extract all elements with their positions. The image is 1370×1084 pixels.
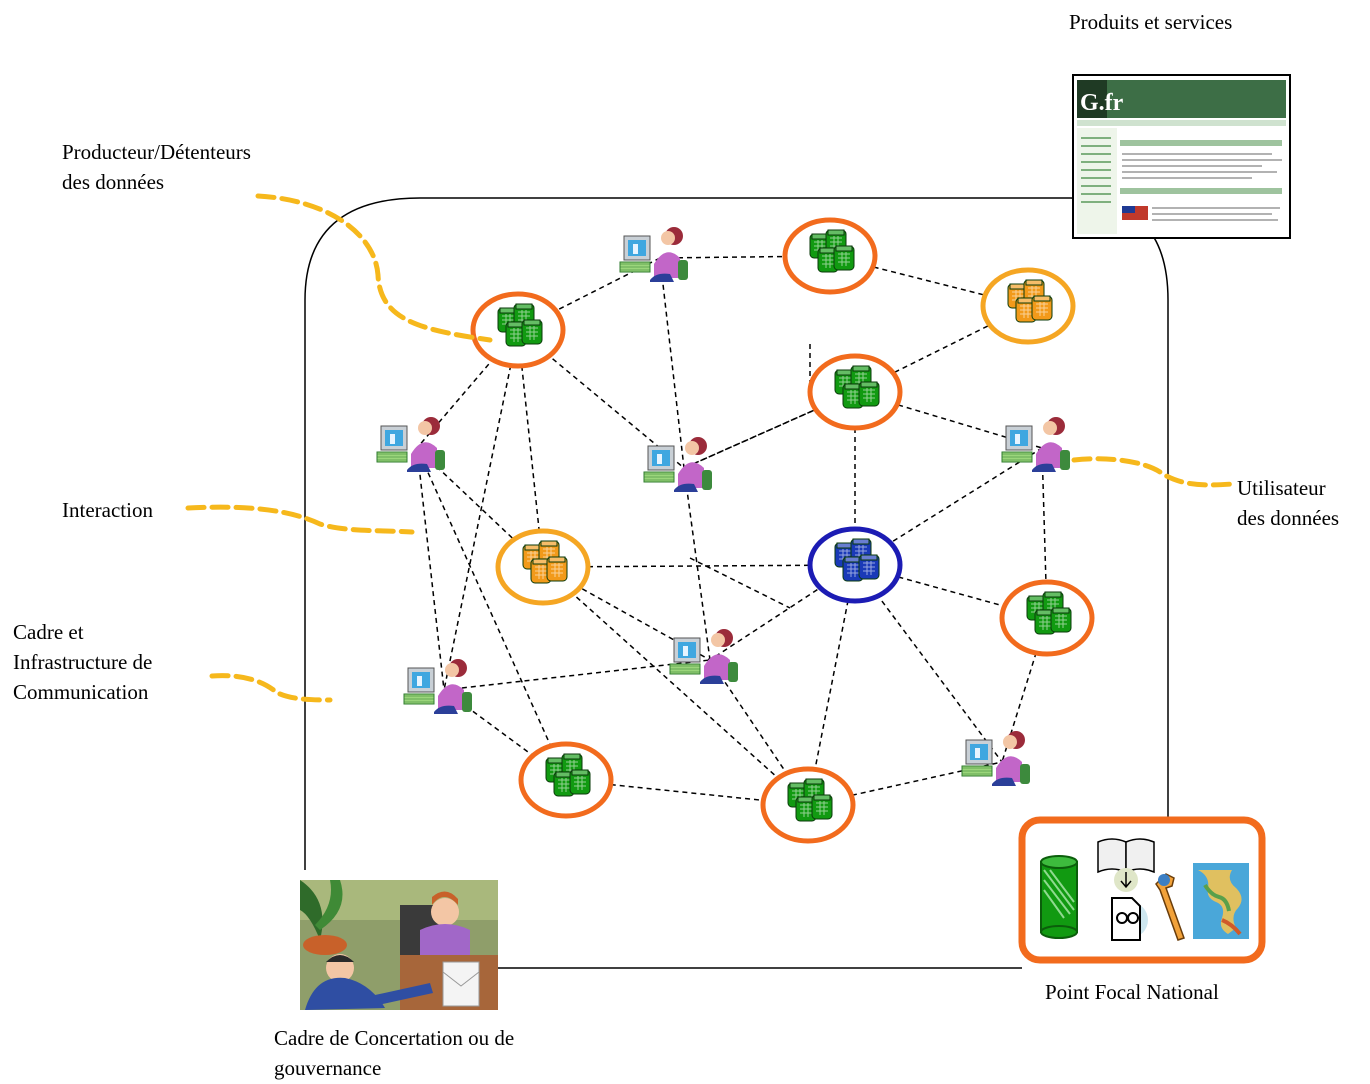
database-icon: [1050, 607, 1072, 633]
database-node-db4: [807, 353, 903, 431]
callout-interaction: [185, 504, 415, 535]
database-icon: [1040, 855, 1078, 939]
database-node-db7: [999, 579, 1095, 657]
network-link: [416, 447, 445, 691]
callout-cadre: [209, 673, 333, 703]
database-icon: [521, 319, 543, 345]
network-link: [1041, 447, 1048, 619]
document-icon: [1111, 897, 1148, 941]
database-icon: [569, 769, 591, 795]
label-interaction: Interaction: [62, 498, 153, 522]
database-node-db3: [980, 267, 1076, 345]
user-node-u3: [643, 436, 713, 493]
point-focal-box: [1018, 816, 1266, 964]
network-link: [416, 447, 567, 781]
database-node-db2: [782, 217, 878, 295]
database-icon: [858, 381, 880, 407]
wrench-icon: [1155, 873, 1185, 941]
user-computer-icon: [403, 658, 473, 715]
database-icon: [546, 556, 568, 582]
user-node-u2: [376, 416, 446, 473]
user-computer-icon: [376, 416, 446, 473]
label-produits-services: Produits et services: [1069, 10, 1233, 34]
user-node-u1: [619, 226, 689, 283]
label-producteur-line1: Producteur/Détenteurs: [62, 140, 251, 164]
meeting-illustration: [300, 880, 498, 1010]
label-cadre-line3: Communication: [13, 680, 149, 704]
network-link: [443, 329, 519, 691]
database-icon: [1031, 295, 1053, 321]
user-computer-icon: [1001, 416, 1071, 473]
network-link: [517, 329, 544, 568]
website-logo: G.fr: [1080, 90, 1124, 116]
network-link: [542, 564, 856, 568]
label-cadre-line1: Cadre et: [13, 620, 84, 644]
book-icon: [1097, 838, 1155, 892]
network-nodes: [376, 217, 1095, 844]
database-node-db9: [760, 766, 856, 844]
user-node-u4: [403, 658, 473, 715]
database-node-db1: [470, 291, 566, 369]
network-link: [1001, 617, 1048, 763]
label-concertation-line1: Cadre de Concertation ou de: [274, 1026, 515, 1050]
frame-right: [1069, 197, 1169, 820]
user-computer-icon: [643, 436, 713, 493]
database-icon: [811, 794, 833, 820]
user-computer-icon: [619, 226, 689, 283]
database-icon: [858, 554, 880, 580]
network-link: [683, 467, 711, 661]
map-icon: [1193, 863, 1249, 939]
network-link: [829, 255, 1029, 307]
user-node-u5: [1001, 416, 1071, 473]
database-node-db6: [807, 526, 903, 604]
website-thumbnail: G.fr: [1072, 74, 1291, 239]
user-computer-icon: [961, 730, 1031, 787]
network-link: [807, 564, 856, 806]
callout-producteur: [255, 193, 493, 343]
label-concertation-line2: gouvernance: [274, 1056, 382, 1080]
database-icon: [833, 245, 855, 271]
user-node-u7: [961, 730, 1031, 787]
network-link: [659, 255, 831, 259]
database-node-db5: [495, 528, 591, 606]
network-link: [659, 257, 685, 469]
frame-left-top: [304, 197, 1070, 870]
label-producteur-line2: des données: [62, 170, 165, 194]
callout-utilisateur: [1071, 456, 1235, 488]
link-stub: [689, 557, 791, 609]
label-point-focal: Point Focal National: [1045, 980, 1219, 1004]
label-cadre-line2: Infrastructure de: [13, 650, 153, 674]
label-utilisateur-line2: des données: [1237, 506, 1340, 530]
database-node-db8: [518, 741, 614, 819]
label-utilisateur-line1: Utilisateur: [1237, 476, 1326, 500]
